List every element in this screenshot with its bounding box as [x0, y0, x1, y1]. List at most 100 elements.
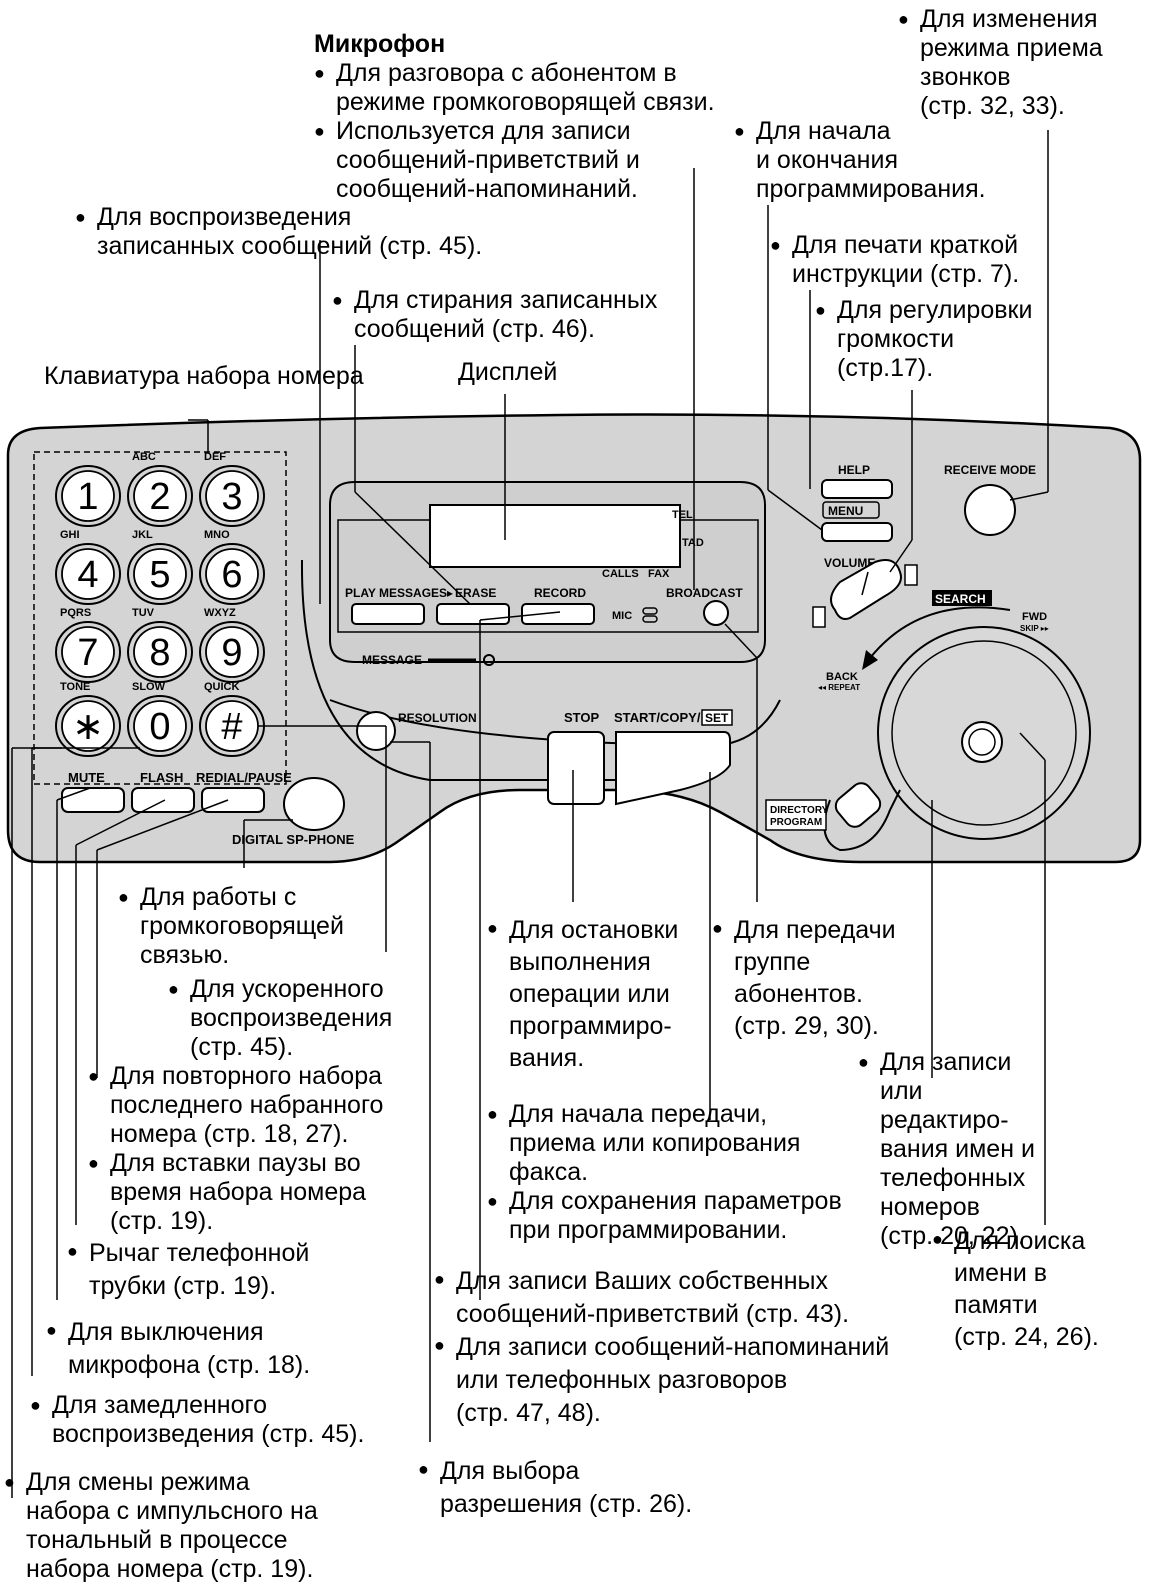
dial-key-letters: QUICK [204, 681, 240, 693]
bullet-icon: ● [434, 1269, 445, 1289]
dial-key-label: 6 [221, 554, 242, 596]
bullet-icon: ● [898, 9, 909, 29]
dial-key-label: 9 [221, 632, 242, 674]
fwd-label: FWD [1022, 611, 1047, 623]
microphone-title: Микрофон [314, 30, 446, 58]
dial-key-letters: TONE [60, 681, 90, 693]
callout-stop: ●Для остановки выполнения операции или п… [487, 916, 679, 1072]
calls-indicator: CALLS [602, 568, 639, 580]
play-messages-button[interactable] [351, 603, 425, 625]
program-label: PROGRAM [770, 817, 822, 828]
help-label: HELP [838, 463, 870, 477]
dial-key-11[interactable]: #QUICK [199, 681, 265, 757]
digital-sp-phone-button[interactable] [283, 777, 345, 831]
microphone [642, 607, 658, 615]
bullet-icon: ● [487, 918, 498, 938]
directory-program-button[interactable] [832, 779, 884, 831]
bullet-icon: ● [712, 918, 723, 938]
mute-label: MUTE [68, 770, 105, 785]
volume-label: VOLUME [824, 556, 875, 570]
bullet-icon: ● [815, 300, 826, 320]
back-label: BACK [826, 671, 858, 683]
display-screen [429, 504, 681, 568]
dial-key-4[interactable]: 5 JKL [127, 529, 193, 605]
bullet-icon: ● [932, 1229, 943, 1249]
callout-sp-phone: ●Для работы с громкоговорящей связью. [118, 883, 344, 969]
dial-key-letters: WXYZ [204, 607, 236, 619]
directory-label: DIRECTORY [770, 805, 829, 816]
stop-button[interactable] [547, 731, 605, 805]
dial-key-label: 5 [149, 554, 170, 596]
fax-indicator: FAX [648, 568, 670, 580]
message-label: MESSAGE [362, 653, 422, 667]
flash-label: FLASH [140, 770, 183, 785]
erase-button[interactable] [436, 603, 510, 625]
callout-volume: ●Для регулировки громкости (стр.17). [815, 296, 1033, 382]
bullet-icon: ● [858, 1052, 869, 1072]
callout-broadcast: ●Для передачи группе абонентов. (стр. 29… [712, 916, 896, 1040]
bullet-icon: ● [418, 1459, 429, 1479]
bullet-icon: ● [487, 1104, 498, 1124]
dial-key-2[interactable]: 3 DEF [199, 451, 265, 527]
record-label: RECORD [534, 586, 586, 600]
callout-slow: ●Для замедленного воспроизведения (стр. … [30, 1391, 365, 1448]
mic-text-1: Для разговора с абонентом в режиме громк… [336, 59, 715, 116]
dial-key-letters: JKL [132, 529, 153, 541]
callout-search: ●Для поиска имени в памяти (стр. 24, 26)… [932, 1227, 1099, 1351]
bullet-icon: ● [75, 207, 86, 227]
bullet-icon: ● [434, 1335, 445, 1355]
bullet-icon: ● [168, 979, 179, 999]
dial-key-label: 0 [149, 706, 170, 748]
dial-key-8[interactable]: 9 WXYZ [199, 607, 265, 683]
volume-rocker[interactable] [830, 559, 902, 620]
callout-microphone: Микрофон ● Для разговора с абонентом в ре… [314, 30, 715, 204]
help-button[interactable] [821, 479, 893, 499]
repeat-label: ◂◂ REPEAT [818, 683, 860, 692]
callout-keypad: Клавиатура набора номера [44, 362, 364, 390]
callout-receive-mode: ●Для изменения режима приема звонков (ст… [898, 5, 1103, 120]
message-lamp [483, 654, 495, 666]
bullet-icon: ● [314, 121, 325, 141]
bullet-icon: ● [770, 235, 781, 255]
redial-pause-button[interactable] [201, 787, 265, 813]
menu-button[interactable] [821, 522, 893, 542]
resolution-label: RESOLUTION [398, 711, 477, 725]
dial-key-letters: DEF [204, 451, 226, 463]
dial-key-letters: GHI [60, 529, 80, 541]
dial-key-letters: PQRS [60, 607, 91, 619]
leader-lines [11, 130, 1049, 1498]
menu-label: MENU [828, 504, 863, 518]
mic-label: MIC [612, 610, 632, 622]
sp-phone-label: DIGITAL SP-PHONE [232, 832, 355, 847]
resolution-button[interactable] [356, 711, 396, 751]
dial-key-9[interactable]: ∗TONE [55, 681, 121, 757]
search-label: SEARCH [935, 592, 986, 606]
bullet-icon: ● [4, 1472, 15, 1492]
bullet-icon: ● [314, 63, 325, 83]
receive-mode-button[interactable] [964, 484, 1016, 536]
mute-button[interactable] [61, 787, 125, 813]
record-button[interactable] [521, 603, 595, 625]
erase-label: ERASE [455, 586, 496, 600]
flash-button[interactable] [131, 787, 195, 813]
callout-redial: ●Для повторного набора последнего набран… [88, 1062, 384, 1235]
callout-start: ●Для начала передачи, приема или копиров… [487, 1100, 842, 1244]
start-label: START/COPY/ [614, 710, 701, 725]
skip-label: SKIP ▸▸ [1020, 624, 1049, 633]
dial-key-0[interactable]: 1 [55, 465, 121, 527]
callout-record: ●Для записи Ваших собственных сообщений-… [434, 1265, 889, 1430]
start-copy-set-button[interactable] [615, 731, 731, 806]
dial-key-label: 3 [221, 476, 242, 518]
callout-resolution: ●Для выбора разрешения (стр. 26). [418, 1455, 692, 1521]
callout-erase: ●Для стирания записанных сообщений (стр.… [332, 286, 658, 343]
bullet-icon: ● [734, 121, 745, 141]
broadcast-button[interactable] [703, 600, 729, 626]
bullet-icon: ● [88, 1066, 99, 1086]
